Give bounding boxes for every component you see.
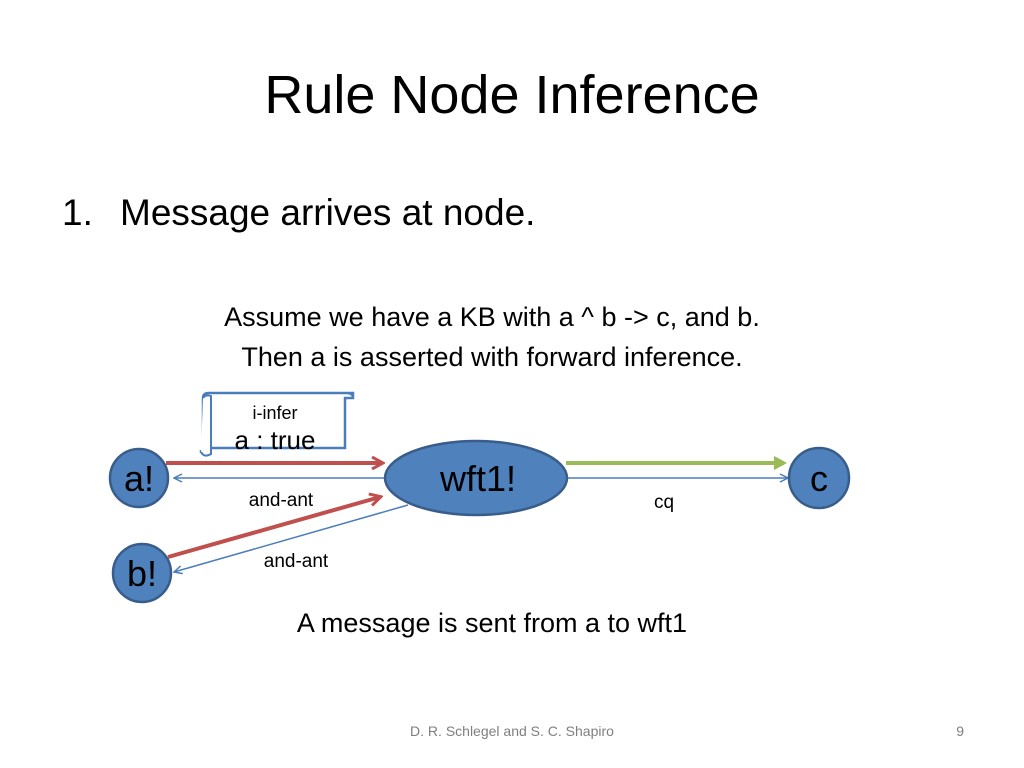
bullet-number: 1. bbox=[62, 192, 93, 233]
node-wft1: wft1! bbox=[383, 439, 569, 517]
slide-title: Rule Node Inference bbox=[264, 65, 760, 125]
description-line-2: Then a is asserted with forward inferenc… bbox=[241, 342, 743, 372]
message-content-label: a : true bbox=[235, 425, 316, 455]
page-number: 9 bbox=[956, 723, 964, 739]
node-a: a! bbox=[108, 447, 170, 509]
edge-label-and-ant-b: and-ant bbox=[264, 551, 329, 572]
node-c: c bbox=[787, 446, 851, 510]
description-line-1: Assume we have a KB with a ^ b -> c, and… bbox=[224, 302, 760, 332]
edge-label-and-ant-a: and-ant bbox=[249, 490, 314, 511]
edge-wft1-to-b bbox=[174, 504, 409, 572]
node-b: b! bbox=[111, 542, 173, 604]
slide-footer: D. R. Schlegel and S. C. Shapiro bbox=[410, 723, 614, 739]
node-c-label: c bbox=[810, 458, 828, 499]
diagram-caption: A message is sent from a to wft1 bbox=[296, 608, 688, 638]
edge-label-cq: cq bbox=[654, 492, 674, 513]
bullet-text: Message arrives at node. bbox=[120, 192, 536, 233]
message-arrow-b-to-wft1 bbox=[167, 497, 380, 559]
message-type-label: i-infer bbox=[252, 403, 297, 423]
bullet-item: 1. Message arrives at node. bbox=[62, 190, 535, 236]
node-wft1-label: wft1! bbox=[439, 458, 516, 499]
message-scroll: i-infer a : true bbox=[199, 391, 355, 457]
node-b-label: b! bbox=[127, 553, 157, 594]
node-a-label: a! bbox=[124, 458, 154, 499]
